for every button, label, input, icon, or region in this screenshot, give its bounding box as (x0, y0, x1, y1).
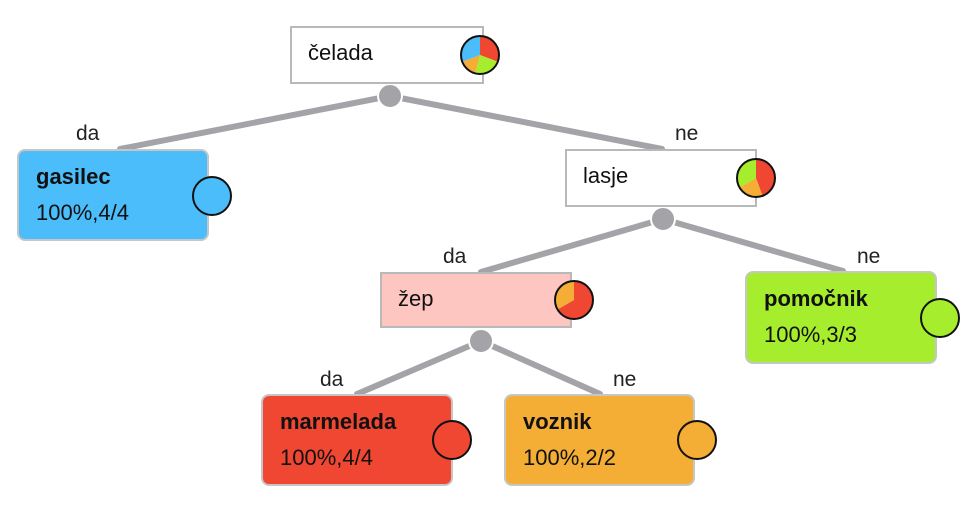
leaf-class-label: pomočnik (764, 286, 869, 311)
node-box-lasje (565, 149, 757, 207)
leaf-accuracy-label: 100%,4/4 (280, 445, 373, 470)
edge-zep-marmelada (354, 338, 484, 397)
split-attribute-label: lasje (583, 163, 628, 188)
class-distribution-pie (192, 176, 232, 216)
pie-slice-voznik (462, 55, 480, 74)
node-box-zep (380, 272, 572, 328)
branch-label-celada-lasje: ne (675, 122, 698, 145)
node-pomocnik[interactable]: pomočnik 100%,3/3 (745, 271, 960, 364)
branch-label-celada-gasilec: da (76, 122, 100, 145)
class-distribution-pie (554, 280, 594, 320)
pie-outline (460, 35, 500, 75)
leaf-class-label: marmelada (280, 409, 397, 434)
leaf-accuracy-label: 100%,4/4 (36, 200, 129, 225)
node-gasilec[interactable]: gasilec 100%,4/4 (17, 149, 232, 241)
split-joint-celada[interactable] (377, 83, 403, 109)
class-distribution-pie (460, 35, 500, 75)
nodes-layer: čelada gasilec 100%,4/4 lasje žep pomočnik 100… (17, 26, 960, 486)
leaf-accuracy-label: 100%,2/2 (523, 445, 616, 470)
split-attribute-label: žep (398, 286, 433, 311)
edge-celada-gasilec (117, 93, 393, 152)
class-distribution-pie (432, 420, 472, 460)
edges-layer: da ne da ne da ne (76, 83, 880, 397)
branch-label-zep-voznik: ne (613, 368, 636, 391)
pie-slice-voznik (739, 178, 763, 197)
branch-label-zep-marmelada: da (320, 368, 344, 391)
leaf-class-label: gasilec (36, 164, 111, 189)
edge-zep-voznik (478, 338, 603, 397)
node-zep[interactable]: žep (380, 272, 594, 328)
class-distribution-pie (736, 158, 776, 198)
pie-outline (736, 158, 776, 198)
node-box-celada (290, 26, 484, 84)
node-voznik[interactable]: voznik 100%,2/2 (504, 394, 717, 486)
node-marmelada[interactable]: marmelada 100%,4/4 (261, 394, 472, 486)
edge-lasje-pomocnik (660, 216, 846, 274)
leaf-class-label: voznik (523, 409, 592, 434)
pie-slice-marmelada (557, 281, 593, 319)
split-attribute-label: čelada (308, 40, 374, 65)
edge-lasje-zep (478, 216, 666, 275)
pie-outline (554, 280, 594, 320)
branch-label-lasje-pomocnik: ne (857, 245, 880, 268)
leaf-accuracy-label: 100%,3/3 (764, 322, 857, 347)
class-distribution-pie (920, 298, 960, 338)
split-joint-zep[interactable] (468, 328, 494, 354)
node-celada[interactable]: čelada (290, 26, 500, 84)
class-distribution-pie (677, 420, 717, 460)
branch-label-lasje-zep: da (443, 245, 467, 268)
split-joint-lasje[interactable] (650, 206, 676, 232)
node-lasje[interactable]: lasje (565, 149, 776, 207)
edge-celada-lasje (387, 93, 665, 152)
pie-slice-marmelada (756, 159, 776, 196)
